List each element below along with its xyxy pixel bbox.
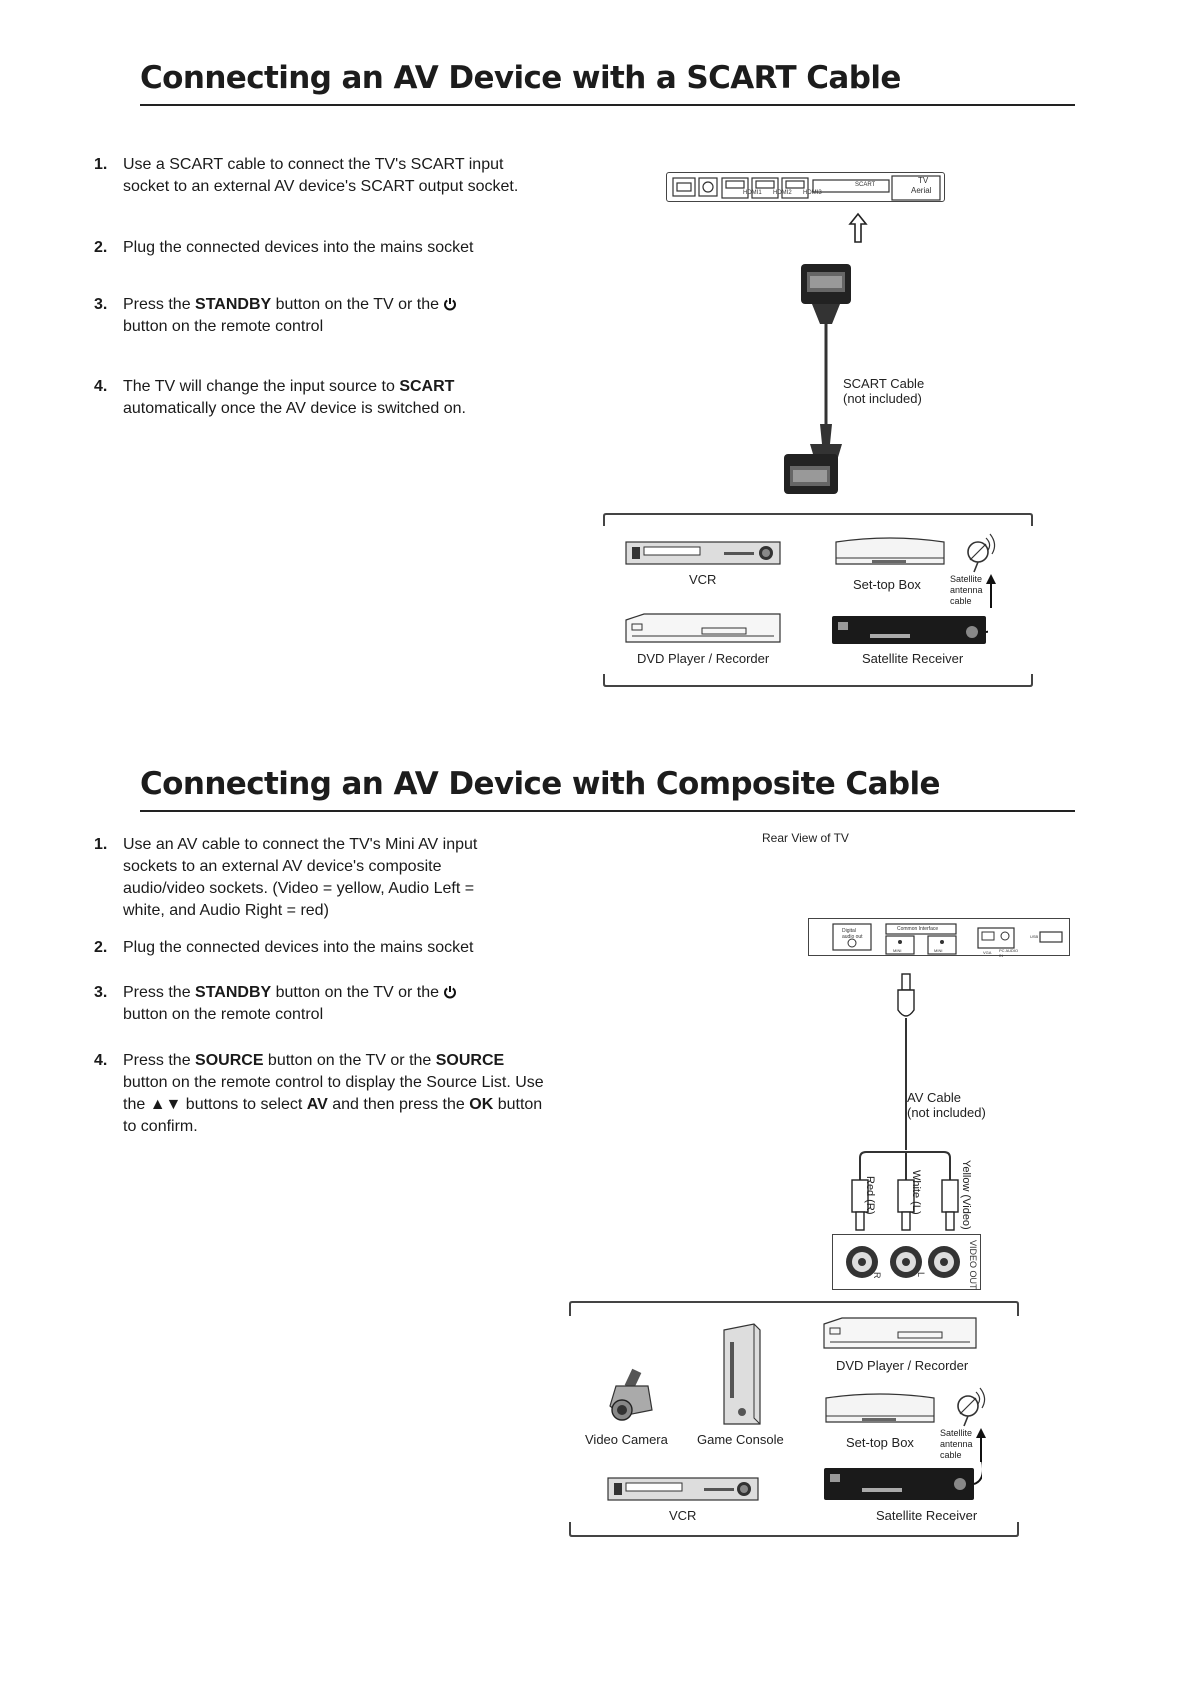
av-cable-label: AV Cable(not included) [907,1090,986,1120]
step-number: 2. [94,239,108,256]
section1-step-2: 2. Plug the connected devices into the m… [94,237,574,259]
section2-vcr-label: VCR [669,1508,697,1523]
section1-vcr-label: VCR [689,572,717,587]
video-out-label: VIDEO OUT [968,1240,978,1290]
section2-sat-label: Satellite Receiver [876,1508,978,1523]
power-icon [444,986,457,999]
ci-left-label: MINI [893,948,902,953]
game-console-label: Game Console [697,1432,784,1447]
section2-title: Connecting an AV Device with Composite C… [140,766,941,802]
scart-cable-label: SCART Cable(not included) [843,376,925,406]
step-text: Use a SCART cable to connect the TV's SC… [123,156,519,195]
section1-step-4: 4. The TV will change the input source t… [94,376,574,420]
aerial-label: Aerial [911,186,932,195]
socket-l-label: L [916,1272,926,1278]
dvd-player-icon [625,613,781,643]
vga-label: VGA [983,950,992,955]
plug-red-label: Red (R) [864,1176,876,1215]
rear-view-label: Rear View of TV [762,831,849,845]
hdmi2-label: HDMI2 [773,190,792,196]
av-cable-icon [851,973,959,1231]
scart-cable-icon [784,264,851,494]
vcr-device-icon-2 [607,1477,759,1501]
video-camera-icon [609,1368,653,1421]
step-number: 3. [94,984,108,1001]
step-number: 3. [94,296,108,313]
tv-panel-2-ports [832,923,1063,955]
settop-box-icon [835,537,945,565]
section1-stb-label: Set-top Box [853,577,921,592]
hdmi1-label: HDMI1 [743,190,762,196]
step-number: 1. [94,156,108,173]
satellite-receiver-icon [832,616,988,644]
step-text: Press the SOURCE button on the TV or the… [123,1052,544,1135]
vcr-device-icon [625,541,781,565]
step-number: 4. [94,378,108,395]
plug-white-label: White (L) [910,1170,922,1215]
game-console-icon [723,1323,761,1425]
step-text: The TV will change the input source to S… [123,378,466,417]
step-text: Plug the connected devices into the main… [123,939,474,956]
hdmi3-label: HDMI3 [803,190,822,196]
section1-device-bracket [603,513,1033,687]
section2-dvd-label: DVD Player / Recorder [836,1358,969,1373]
video-camera-label: Video Camera [585,1432,668,1447]
tv-rear-panel-2 [808,918,1070,956]
section2-stb-label: Set-top Box [846,1435,914,1450]
step-text: Plug the connected devices into the main… [123,239,474,256]
dvd-player-icon-2 [823,1317,977,1349]
power-icon [444,298,457,311]
satellite-dish-icon-2 [957,1387,986,1462]
usb-label: USB [1030,934,1039,939]
satellite-receiver-icon-2 [824,1460,982,1500]
step-number: 4. [94,1052,108,1069]
step-number: 1. [94,836,108,853]
section2-step-3: 3. Press the STANDBY button on the TV or… [94,982,574,1026]
satellite-dish-icon [967,533,996,608]
step-number: 2. [94,939,108,956]
arrow-up-icon [848,212,868,243]
step-text: Press the STANDBY button on the TV or th… [123,982,574,1026]
step-text: Use an AV cable to connect the TV's Mini… [123,836,478,919]
socket-r-label: R [872,1272,882,1279]
section1-sat-label: Satellite Receiver [862,651,964,666]
section1-dvd-label: DVD Player / Recorder [637,651,770,666]
section2-step-2: 2. Plug the connected devices into the m… [94,937,574,959]
av-socket-block [832,1234,981,1290]
rca-sockets-icon [846,1246,960,1278]
step-text: Press the STANDBY button on the TV or th… [123,294,574,338]
section2-device-bracket [569,1301,1019,1537]
section2-step-1: 1. Use an AV cable to connect the TV's M… [94,834,574,922]
section2-step-4: 4. Press the SOURCE button on the TV or … [94,1050,574,1138]
plug-yellow-label: Yellow (Video) [960,1160,972,1230]
section1-title-rule [140,104,1075,106]
tv-rear-panel [666,172,945,202]
ci-right-label: MINI [934,948,943,953]
common-interface-label: Common Interface [897,926,939,932]
scart-port-label: SCART [855,182,876,188]
section1-title: Connecting an AV Device with a SCART Cab… [140,60,901,96]
tv-label: TV [918,176,929,185]
tv-panel-ports [672,175,941,201]
section2-title-rule [140,810,1075,812]
section1-step-3: 3. Press the STANDBY button on the TV or… [94,294,574,338]
section1-step-1: 1. Use a SCART cable to connect the TV's… [94,154,574,198]
up-down-arrows-icon: ▲▼ [149,1096,182,1113]
settop-box-icon-2 [825,1393,935,1423]
